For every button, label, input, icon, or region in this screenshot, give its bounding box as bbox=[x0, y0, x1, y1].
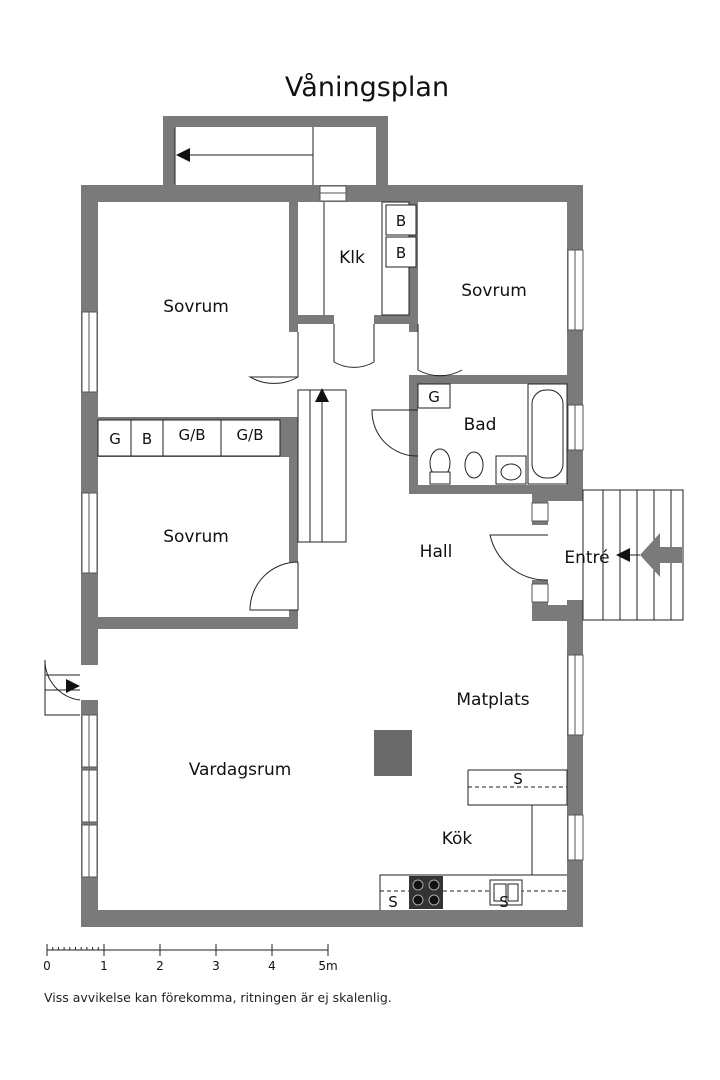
entrance-arrow-icon bbox=[640, 533, 682, 577]
scale-tick-5: 5m bbox=[318, 959, 337, 973]
label-hall: Hall bbox=[420, 542, 453, 562]
bedroom-cabinets: G B G/B G/B bbox=[97, 419, 281, 457]
cabinet-g: G bbox=[109, 430, 121, 448]
door-entrance bbox=[489, 534, 549, 581]
label-closet: Klk bbox=[339, 248, 365, 268]
door-bath bbox=[371, 409, 419, 457]
cabinet-gb-1: G/B bbox=[179, 426, 206, 444]
bidet bbox=[464, 451, 484, 479]
stair-arrow-icon bbox=[315, 388, 329, 402]
windows bbox=[81, 185, 584, 878]
kitchen-s-2: S bbox=[388, 893, 398, 911]
closet: B B bbox=[323, 201, 417, 316]
terrace-arrow-icon bbox=[66, 679, 80, 693]
scale-tick-2: 2 bbox=[156, 959, 164, 973]
label-living-room: Vardagsrum bbox=[189, 760, 292, 780]
scale-bar: 0 1 2 3 4 5m bbox=[43, 944, 338, 973]
footnote: Viss avvikelse kan förekomma, ritningen … bbox=[44, 990, 392, 1005]
scale-tick-3: 3 bbox=[212, 959, 220, 973]
terrace-step bbox=[45, 674, 80, 693]
stove bbox=[409, 876, 443, 909]
label-dining: Matplats bbox=[456, 690, 529, 710]
label-bedroom-2: Sovrum bbox=[163, 527, 229, 547]
door-bedroom2 bbox=[249, 561, 299, 611]
label-bathroom: Bad bbox=[464, 415, 497, 435]
closet-cabinet-b1: B bbox=[396, 212, 406, 230]
cabinet-gb-2: G/B bbox=[237, 426, 264, 444]
entrance-stairs bbox=[582, 489, 684, 621]
bath-cabinet-g: G bbox=[428, 388, 440, 406]
scale-tick-1: 1 bbox=[100, 959, 108, 973]
label-bedroom-3: Sovrum bbox=[461, 281, 527, 301]
door-bedroom1 bbox=[248, 332, 299, 384]
label-entrance: Entré bbox=[564, 548, 609, 568]
plan-title: Våningsplan bbox=[285, 72, 449, 103]
closet-cabinet-b2: B bbox=[396, 244, 406, 262]
fireplace bbox=[374, 730, 412, 776]
door-terrace bbox=[44, 659, 81, 716]
room-labels: Sovrum Klk Sovrum Bad Sovrum Hall Entré … bbox=[163, 248, 609, 849]
kitchen-s-1: S bbox=[513, 770, 523, 788]
kitchen-s-3: S bbox=[499, 893, 509, 911]
scale-tick-4: 4 bbox=[268, 959, 276, 973]
balcony bbox=[163, 116, 388, 187]
hall-wardrobe bbox=[297, 388, 347, 543]
door-bedroom3 bbox=[417, 324, 463, 377]
scale-tick-0: 0 bbox=[43, 959, 51, 973]
label-bedroom-1: Sovrum bbox=[163, 297, 229, 317]
balcony-arrow-icon bbox=[176, 148, 190, 162]
door-closet bbox=[333, 324, 375, 368]
bathroom-fixtures: G bbox=[417, 383, 568, 485]
doors bbox=[44, 324, 549, 716]
label-kitchen: Kök bbox=[442, 829, 473, 849]
kitchen-fittings: S S S bbox=[379, 769, 568, 911]
cabinet-b: B bbox=[142, 430, 152, 448]
